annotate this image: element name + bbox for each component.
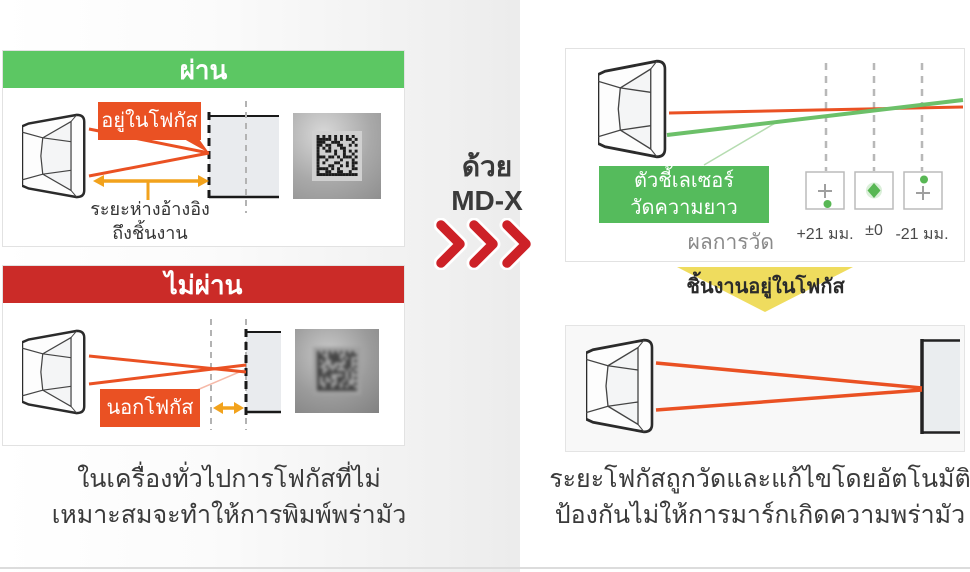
- pass-panel: ผ่าน อยู่ในโฟกัส ระยะห่างอ้างอิง ถึงชิ้น…: [2, 50, 405, 247]
- workpiece-in-focus-label: ชิ้นงานอยู่ในโฟกัส: [686, 276, 845, 298]
- reading-minus21: -21 มม.: [895, 226, 949, 243]
- bottom-divider: [0, 567, 970, 569]
- pass-diagram-graphics: [88, 101, 279, 213]
- fail-panel: ไม่ผ่าน นอกโฟกัส: [2, 265, 405, 446]
- measurement-panel: ตัวชี้เลเซอร์ วัดความยาว ผลการวัด +21 มม…: [565, 48, 965, 262]
- yellow-down-arrow: [677, 267, 853, 312]
- in-focus-label: อยู่ในโฟกัส: [98, 102, 201, 140]
- pass-header: ผ่าน: [3, 51, 404, 88]
- measurement-result-label: ผลการวัด: [687, 231, 774, 254]
- lens-icon: [22, 329, 88, 415]
- out-of-focus-label: นอกโฟกัส: [100, 389, 200, 427]
- fail-diagram-graphics: [88, 319, 281, 430]
- measure-result-boxes: [805, 171, 943, 210]
- reading-plus21: +21 มม.: [796, 226, 854, 243]
- with-label: ด้วย: [461, 151, 513, 182]
- reading-zero: ±0: [865, 222, 883, 239]
- auto-focus-panel: [565, 325, 965, 452]
- right-caption: ระยะโฟกัสถูกวัดและแก้ไขโดยอัตโนมัติ ป้อง…: [549, 465, 970, 529]
- lens-icon: [22, 113, 88, 199]
- datamatrix-clear-image: [293, 113, 381, 199]
- lens-icon: [598, 59, 669, 159]
- left-caption: ในเครื่องทั่วไปการโฟกัสที่ไม่ เหมาะสมจะท…: [51, 465, 407, 529]
- datamatrix-blurry-image: [295, 329, 379, 413]
- product-name-label: MD-X: [451, 185, 523, 216]
- laser-pointer-label: ตัวชี้เลเซอร์ วัดความยาว: [599, 166, 769, 223]
- lens-icon: [586, 338, 656, 434]
- reference-distance-label: ระยะห่างอ้างอิง ถึงชิ้นงาน: [90, 199, 210, 244]
- fail-header: ไม่ผ่าน: [3, 266, 404, 303]
- auto-focus-diagram-graphics: [655, 339, 960, 434]
- measurement-diagram-graphics: [666, 63, 964, 210]
- triple-chevron-icon: [434, 218, 534, 270]
